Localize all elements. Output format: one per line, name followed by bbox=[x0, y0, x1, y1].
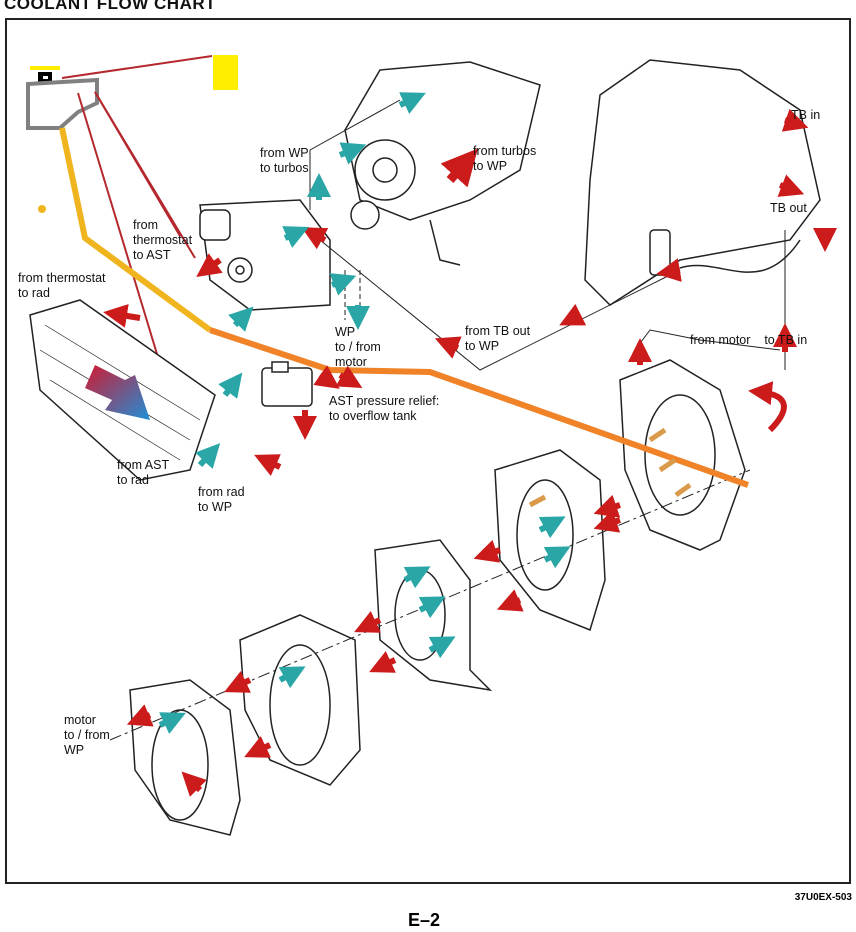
figure-code: 37U0EX-503 bbox=[794, 892, 852, 903]
warm-flow-arrows bbox=[528, 427, 692, 508]
hot-flow-arrows bbox=[103, 108, 837, 797]
intake-manifold bbox=[584, 59, 821, 306]
overflow-hose bbox=[59, 127, 212, 333]
rotation-arrow bbox=[748, 381, 787, 433]
label-from-motor-to-tb-in: from motor to TB in bbox=[690, 333, 808, 347]
label-from-ast-to-rad: from AST to rad bbox=[117, 458, 170, 487]
label-from-thermostat-to-rad: from thermostat to rad bbox=[18, 271, 106, 300]
label-from-thermostat-to-ast: from thermostat to AST bbox=[133, 218, 193, 262]
label-from-wp-to-turbos: from WP to turbos bbox=[260, 146, 309, 175]
label-from-tb-out-to-wp: from TB out to WP bbox=[465, 324, 531, 353]
label-ast-pressure-relief: AST pressure relief: to overflow tank bbox=[329, 394, 440, 423]
cool-flow-arrows bbox=[158, 92, 571, 734]
label-tb-in: TB in bbox=[791, 108, 821, 122]
engine-housings bbox=[109, 359, 751, 836]
label-from-rad-to-wp: from rad to WP bbox=[198, 485, 245, 514]
label-wp-to-from-motor: WP to / from motor bbox=[335, 325, 381, 369]
label-from-turbos-to-wp: from turbos to WP bbox=[473, 144, 537, 173]
diagram-frame bbox=[5, 18, 851, 884]
overflow-tank bbox=[26, 30, 238, 213]
label-tb-out: TB out bbox=[770, 201, 807, 215]
label-motor-to-from-wp: motor to / from WP bbox=[64, 713, 110, 757]
ast-tank bbox=[261, 361, 313, 407]
page-title: COOLANT FLOW CHART bbox=[4, 0, 217, 13]
page-number: E–2 bbox=[408, 910, 441, 930]
turbo-assembly bbox=[344, 61, 541, 266]
radiator bbox=[29, 299, 216, 481]
motor-to-ast-hose bbox=[209, 327, 750, 488]
water-pump-housing bbox=[199, 199, 331, 311]
radiator-flow-arrow bbox=[85, 365, 150, 420]
